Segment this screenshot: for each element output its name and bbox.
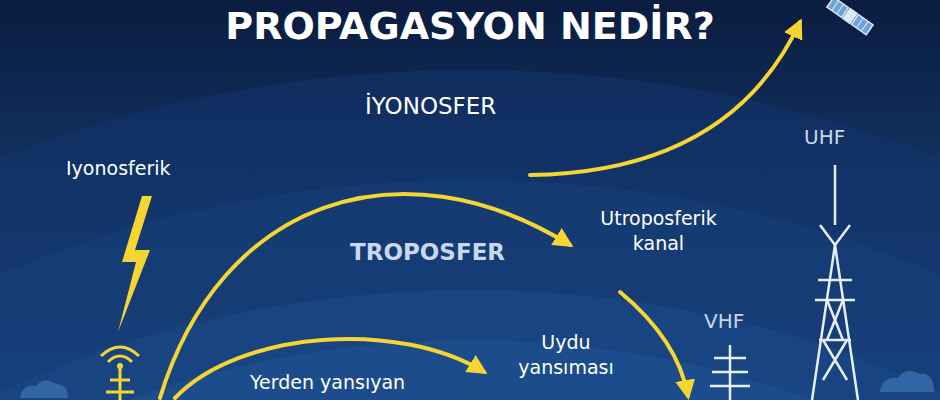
- cloud: [20, 380, 68, 398]
- atmosphere-band: [0, 340, 940, 400]
- uhf-tower: [812, 165, 858, 400]
- lightning-bolt: [118, 196, 152, 332]
- atmosphere-band: [0, 180, 940, 400]
- atmosphere-band: [0, 290, 940, 400]
- layer-label: İYONOSFER: [365, 92, 496, 122]
- transmitter-antenna: [101, 347, 139, 400]
- band-label: VHF: [704, 308, 744, 334]
- propagation-arrow: [175, 339, 484, 398]
- diagram-title: PROPAGASYON NEDİR?: [0, 2, 940, 51]
- layer-label: TROPOSFER: [350, 238, 505, 268]
- atmosphere-band: [0, 70, 940, 400]
- propagation-arrow: [620, 292, 688, 396]
- antenna-dot: [117, 363, 123, 369]
- band-label: UHF: [804, 124, 845, 150]
- propagation-arrow: [160, 194, 570, 398]
- vhf-antenna: [710, 345, 750, 400]
- cloud: [880, 371, 934, 392]
- propagation-label: Iyonosferik: [66, 156, 171, 181]
- propagation-label: Uydu yansıması: [502, 330, 630, 379]
- propagation-label: Utroposferik kanal: [596, 206, 721, 255]
- propagation-label: Yerden yansıyan: [250, 370, 405, 395]
- satellite-icon: [826, 0, 873, 35]
